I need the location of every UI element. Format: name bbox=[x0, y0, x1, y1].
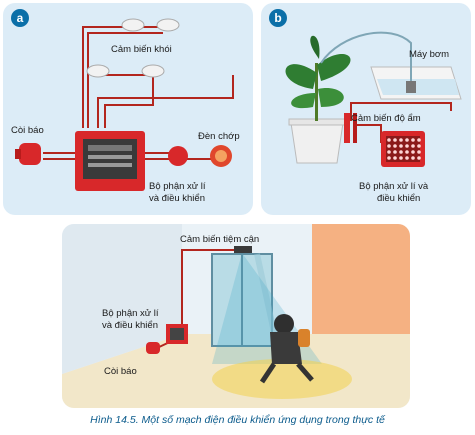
led-dot bbox=[411, 138, 415, 142]
led-dot bbox=[387, 150, 391, 154]
led-dot bbox=[411, 150, 415, 154]
panel-b: b bbox=[261, 3, 471, 215]
led-dot bbox=[405, 138, 409, 142]
led-dot bbox=[405, 144, 409, 148]
led-dot bbox=[387, 138, 391, 142]
strobe-label: Đèn chớp bbox=[198, 131, 240, 142]
led-dot bbox=[417, 150, 421, 154]
led-dot bbox=[417, 144, 421, 148]
panel-a-diagram bbox=[15, 18, 234, 191]
plant-pot-icon bbox=[288, 118, 346, 164]
led-dot bbox=[411, 144, 415, 148]
panel-c-diagram bbox=[62, 224, 410, 408]
led-dot bbox=[387, 156, 391, 160]
plant-icon bbox=[285, 35, 351, 121]
led-dot bbox=[399, 144, 403, 148]
led-dot bbox=[399, 156, 403, 160]
led-dot bbox=[417, 156, 421, 160]
controller-b-label-1: Bộ phận xử lí và bbox=[359, 181, 429, 192]
siren-icon bbox=[15, 143, 41, 165]
smoke-detector-icon bbox=[86, 18, 180, 78]
panel-b-label: b bbox=[269, 9, 287, 27]
panel-c: c bbox=[62, 224, 410, 408]
controller-c-label-2: và điều khiển bbox=[102, 320, 158, 331]
led-dot bbox=[393, 150, 397, 154]
proximity-sensor-label: Cảm biến tiệm cận bbox=[180, 234, 260, 245]
panel-a-label: a bbox=[11, 9, 29, 27]
controller-c-icon bbox=[166, 324, 188, 344]
alarm-label: Còi báo bbox=[11, 125, 44, 136]
humidity-sensor-label: Cảm biến độ ẩm bbox=[351, 113, 421, 124]
proximity-sensor-icon bbox=[234, 246, 252, 253]
controller-b-label-2: điều khiển bbox=[377, 193, 421, 204]
led-dot bbox=[399, 150, 403, 154]
led-dot bbox=[387, 144, 391, 148]
siren-c-icon bbox=[146, 342, 160, 354]
controller-label-1: Bộ phận xử lí bbox=[149, 181, 206, 192]
panel-b-diagram bbox=[285, 31, 462, 167]
led-dot bbox=[393, 144, 397, 148]
led-controller-icon bbox=[381, 131, 425, 167]
controller-box-icon bbox=[75, 131, 145, 191]
led-dot bbox=[393, 138, 397, 142]
controller-label-2: và điều khiển bbox=[149, 193, 205, 204]
smoke-sensor-label: Cảm biến khói bbox=[111, 44, 172, 55]
led-dot bbox=[405, 150, 409, 154]
alarm-c-label: Còi báo bbox=[104, 366, 137, 377]
led-dot bbox=[417, 138, 421, 142]
figure-caption: Hình 14.5. Một số mạch điện điều khiển ứ… bbox=[90, 414, 385, 426]
humidity-sensor-icon bbox=[344, 113, 357, 143]
led-dot bbox=[393, 156, 397, 160]
glass-door-icon bbox=[211, 253, 280, 347]
led-dot bbox=[399, 138, 403, 142]
controller-c-label-1: Bộ phận xử lí bbox=[102, 308, 159, 319]
pump-label: Máy bơm bbox=[409, 49, 450, 60]
led-dot bbox=[405, 156, 409, 160]
led-dot bbox=[411, 156, 415, 160]
pump-icon bbox=[406, 81, 416, 93]
intruder-icon bbox=[259, 314, 314, 384]
strobe-light-icon bbox=[168, 145, 232, 167]
panel-a: a bbox=[3, 3, 253, 215]
